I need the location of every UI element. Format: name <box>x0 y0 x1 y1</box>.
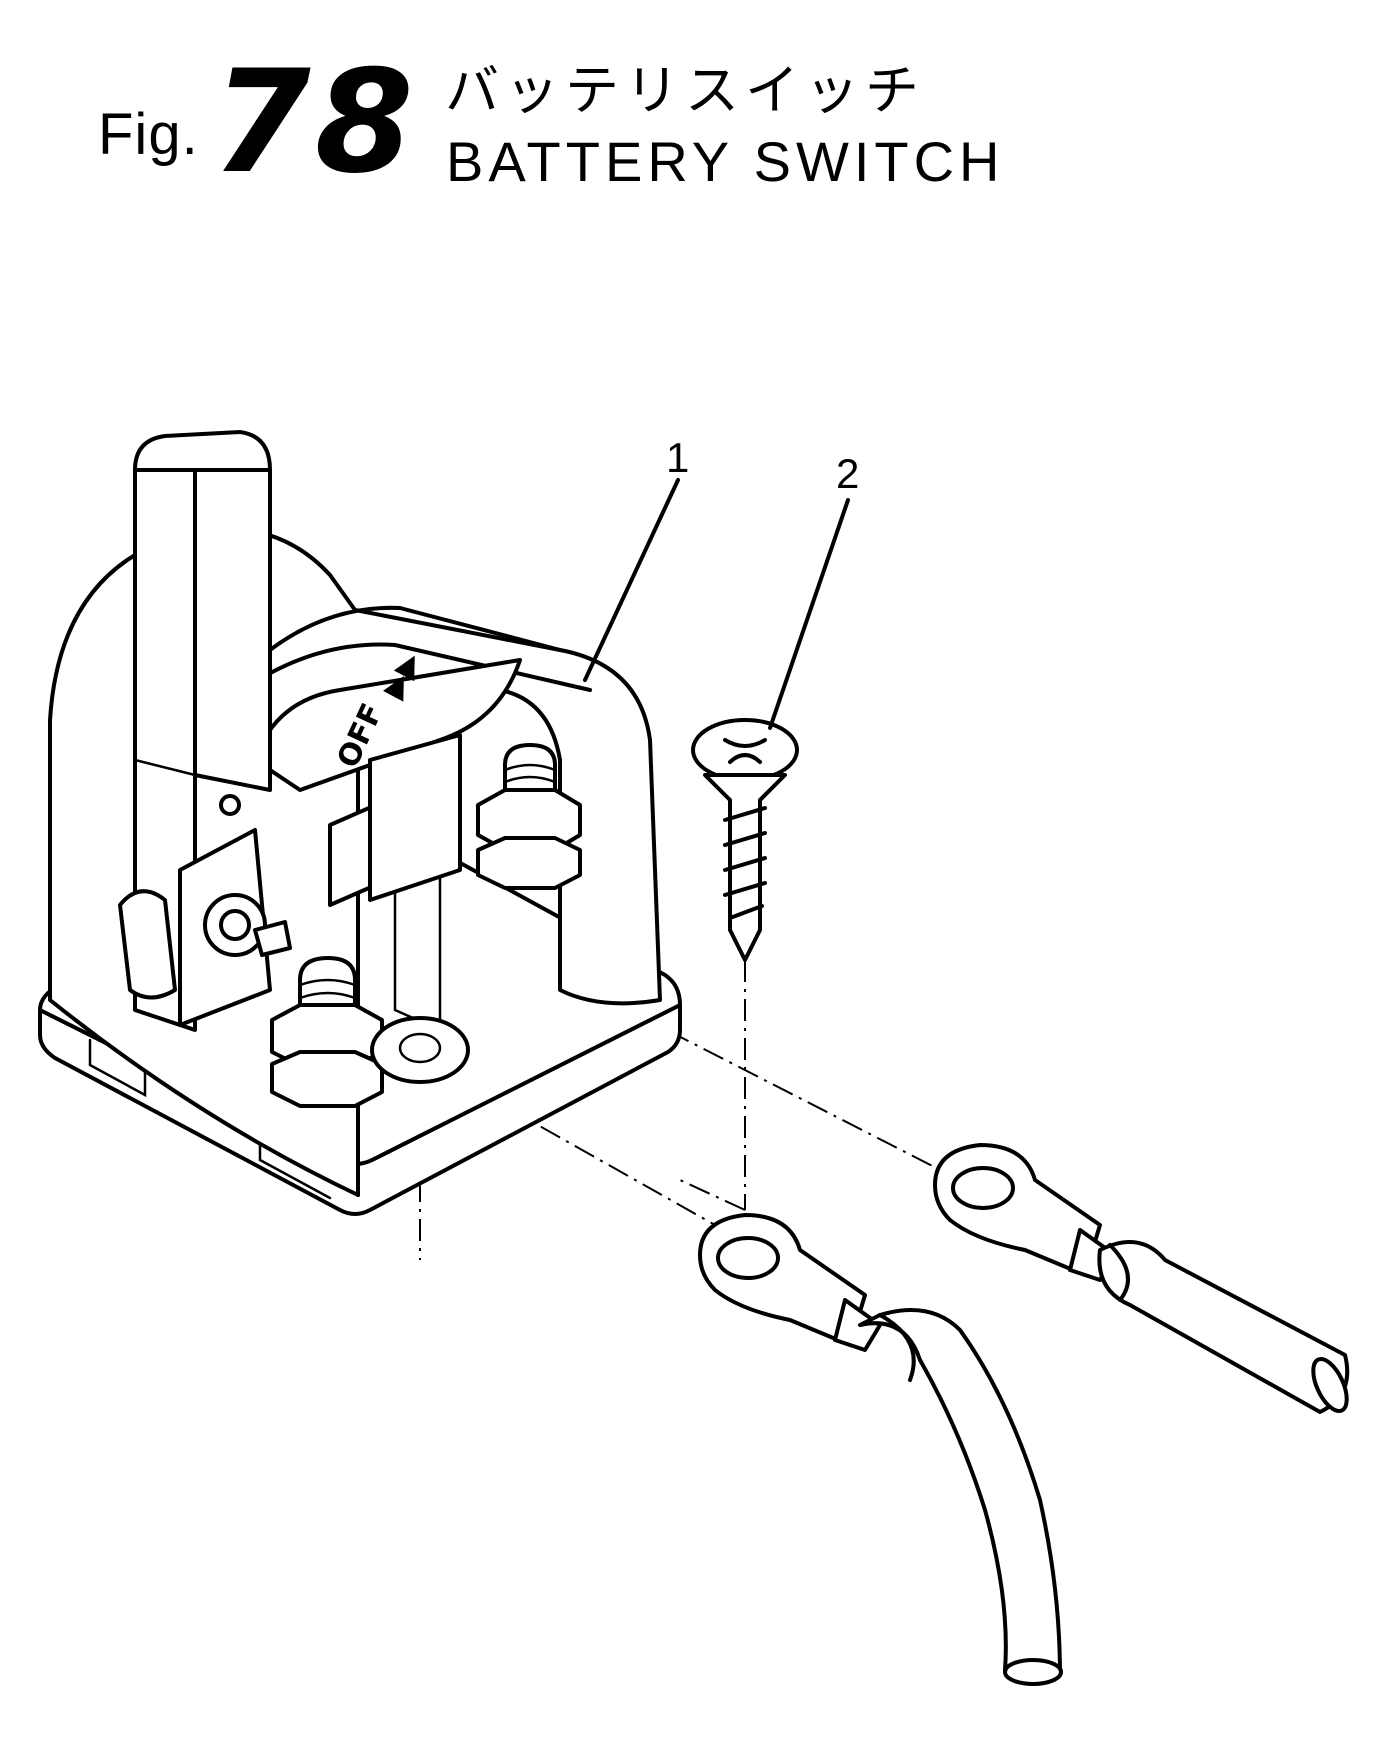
figure-header: Fig. 78 バッテリスイッチ BATTERY SWITCH <box>0 0 1380 230</box>
figure-number: 78 <box>212 40 418 205</box>
screw-head <box>691 718 799 782</box>
callout-1: 1 <box>666 434 689 481</box>
screw <box>691 718 799 962</box>
rear-cable <box>1097 1240 1350 1414</box>
battery-switch: OFF ▶▶ <box>38 430 682 1216</box>
rear-terminal-stud <box>503 743 557 802</box>
screw-shank <box>703 773 787 962</box>
off-label-plate <box>253 658 522 792</box>
front-cable-assembly <box>698 1213 1063 1686</box>
rear-cable-assembly <box>933 1143 1350 1414</box>
callout-2: 2 <box>836 450 859 497</box>
front-terminal-stud <box>298 956 357 1017</box>
mounting-hole <box>370 1016 470 1084</box>
figure-title-english: BATTERY SWITCH <box>446 130 1005 193</box>
front-cable <box>858 1308 1062 1677</box>
figure-prefix: Fig. <box>98 102 199 167</box>
rear-terminal-nut <box>476 788 582 852</box>
figure-title-japanese: バッテリスイッチ <box>445 59 925 122</box>
callout-leaders: 1 2 <box>583 434 859 730</box>
